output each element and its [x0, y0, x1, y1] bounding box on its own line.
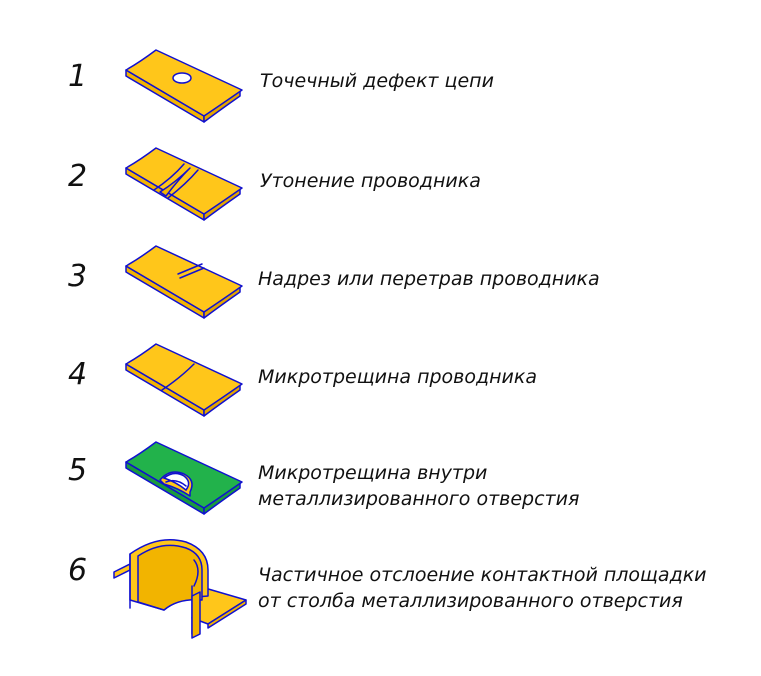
item-4-conductor-icon	[125, 343, 243, 417]
item-1-conductor-icon	[125, 49, 243, 123]
item-1-caption: Точечный дефект цепи	[260, 70, 494, 92]
item-3-number: 3	[68, 259, 88, 294]
item-5-caption-line-2: металлизированного отверстия	[258, 488, 580, 510]
item-2-caption: Утонение проводника	[260, 170, 481, 192]
item-3-conductor-icon	[125, 245, 243, 319]
item-5-pad-icon	[125, 441, 243, 515]
item-2-number: 2	[68, 159, 88, 194]
item-6-caption-line-2: от столба металлизированного отверстия	[258, 590, 683, 612]
item-4-caption: Микротрещина проводника	[258, 366, 538, 388]
item-6-number: 6	[68, 553, 88, 588]
item-5-number: 5	[68, 453, 88, 488]
item-3-caption: Надрез или перетрав проводника	[258, 268, 600, 290]
item-4-number: 4	[68, 357, 88, 392]
item-2-conductor-icon	[125, 147, 243, 221]
item-6-caption-line-1: Частичное отслоение контактной площадки	[258, 564, 707, 586]
item-6-plated-hole-icon	[113, 539, 247, 639]
item-5-caption-line-1: Микротрещина внутри	[258, 462, 488, 484]
item-1-number: 1	[68, 59, 88, 94]
